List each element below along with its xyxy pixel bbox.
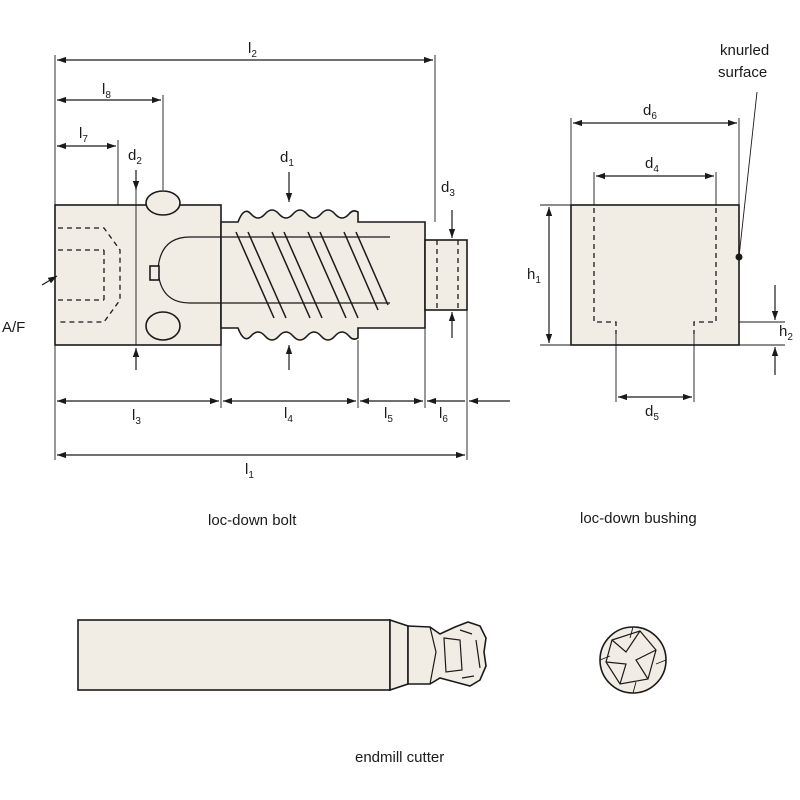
label-l4: l4: [284, 405, 293, 425]
label-d3: d3: [441, 179, 455, 199]
loc-down-bolt: [41, 180, 468, 346]
label-surface: surface: [718, 64, 767, 81]
cutter-end-view: [599, 626, 667, 694]
bolt-thread-body: [220, 209, 426, 341]
label-l5: l5: [384, 405, 393, 425]
label-h2: h2: [779, 323, 793, 343]
loc-down-bushing: [540, 91, 785, 402]
endmill-cutter: [77, 618, 667, 694]
label-h1: h1: [527, 266, 541, 286]
label-d4: d4: [645, 155, 659, 175]
bolt-key: [149, 265, 160, 281]
bolt-ball-top: [145, 190, 181, 216]
caption-bolt: loc-down bolt: [208, 512, 297, 529]
bushing-body: [570, 204, 740, 346]
label-d2: d2: [128, 147, 142, 167]
hex-socket: [58, 227, 121, 323]
thread-helix: [235, 231, 389, 319]
cutter-shank: [77, 619, 391, 691]
label-l6: l6: [439, 405, 448, 425]
label-d6: d6: [643, 102, 657, 122]
label-af: A/F: [2, 319, 25, 336]
label-d5: d5: [645, 403, 659, 423]
cutter-neck: [389, 618, 409, 692]
label-l8: l8: [102, 81, 111, 101]
cutter-head: [407, 621, 487, 687]
caption-bushing: loc-down bushing: [580, 510, 697, 527]
caption-cutter: endmill cutter: [355, 749, 444, 766]
label-l7: l7: [79, 125, 88, 145]
bolt-dimensions: [54, 55, 510, 460]
bolt-pin: [424, 239, 468, 311]
bolt-head: [54, 204, 222, 346]
label-l2: l2: [248, 40, 257, 60]
bushing-labels: knurled surface d6 d4 h1 d5 h2 loc-down …: [527, 42, 793, 527]
bolt-labels: l2 l8 l7 d2 d1 d3 A/F l3 l4 l5 l6 l1 loc…: [2, 40, 455, 529]
bolt-ball-bottom: [145, 311, 181, 341]
label-knurled: knurled: [720, 42, 769, 59]
label-l3: l3: [132, 407, 141, 427]
label-l1: l1: [245, 461, 254, 481]
label-d1: d1: [280, 149, 294, 169]
